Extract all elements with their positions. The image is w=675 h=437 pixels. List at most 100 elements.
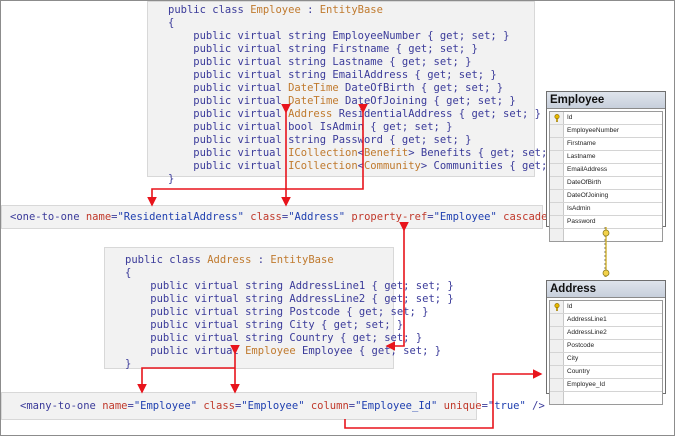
address-table-title: Address xyxy=(547,281,665,298)
xml-token: = xyxy=(481,400,488,412)
column-name: DateOfBirth xyxy=(567,179,601,186)
xml-token: name xyxy=(102,400,128,412)
column-name: IsAdmin xyxy=(567,205,591,212)
code-line: public virtual string EmployeeNumber { g… xyxy=(168,30,592,43)
code-token: public virtual string xyxy=(125,280,290,292)
primary-key-cell xyxy=(550,112,564,124)
table-column-row: EmailAddress xyxy=(550,164,662,177)
code-line: public class Address : EntityBase xyxy=(125,254,454,267)
code-token: DateOfBirth { get; set; } xyxy=(338,82,504,94)
table-column-row: Id xyxy=(550,301,662,314)
row-selector xyxy=(550,229,564,241)
code-token: { xyxy=(125,267,132,279)
table-column-row: Postcode xyxy=(550,340,662,353)
code-token: Community xyxy=(363,160,421,172)
column-name: Firstname xyxy=(567,140,596,147)
code-line: } xyxy=(125,358,454,371)
code-token: public virtual string xyxy=(125,306,290,318)
code-token: Employee xyxy=(250,4,301,16)
table-column-row: IsAdmin xyxy=(550,203,662,216)
xml-token: "Address" xyxy=(288,211,346,223)
code-token: DateTime xyxy=(288,82,339,94)
xml-token: = xyxy=(127,400,134,412)
code-token: public virtual string xyxy=(168,43,333,55)
table-empty-row xyxy=(550,392,662,404)
xml-token: name xyxy=(85,211,112,223)
column-name: Id xyxy=(567,303,573,310)
xml-token: <many-to-one xyxy=(20,400,103,412)
xml-token: = xyxy=(281,211,289,223)
code-token: { get; set; } xyxy=(382,134,472,146)
column-name: Id xyxy=(567,114,573,121)
xml-token: = xyxy=(427,211,434,223)
column-name: AddressLine1 xyxy=(567,316,607,323)
code-token: City xyxy=(289,319,315,331)
table-column-row: Id xyxy=(550,112,662,125)
table-column-row: City xyxy=(550,353,662,366)
primary-key-icon xyxy=(553,114,560,122)
xml-token: <one-to-one xyxy=(10,211,86,223)
code-token: AddressLine2 xyxy=(289,293,366,305)
column-name: Country xyxy=(567,368,590,375)
table-column-row: Firstname xyxy=(550,138,662,151)
code-token: Country xyxy=(289,332,334,344)
table-relationship-connector xyxy=(602,227,610,277)
code-line: public virtual string EmailAddress { get… xyxy=(168,69,592,82)
table-column-row: Employee_Id xyxy=(550,379,662,392)
xml-token: = xyxy=(234,400,242,412)
code-token: Address xyxy=(207,254,252,266)
row-selector xyxy=(550,353,564,365)
code-token: public virtual string xyxy=(168,56,333,68)
xml-token: "Employee" xyxy=(433,211,497,223)
row-selector xyxy=(550,327,564,339)
code-token: EmployeeNumber xyxy=(332,30,421,42)
address-class-code-panel xyxy=(104,247,394,369)
xml-token: class xyxy=(250,211,282,223)
employee-table-title: Employee xyxy=(547,92,665,109)
code-token: Employee xyxy=(245,345,296,357)
code-token: public class xyxy=(125,254,208,266)
table-column-row: DateOfBirth xyxy=(550,177,662,190)
row-selector xyxy=(550,164,564,176)
code-line: public virtual string Lastname { get; se… xyxy=(168,56,592,69)
code-token: EntityBase xyxy=(319,4,383,16)
code-token: { get; set; } xyxy=(382,56,472,68)
xml-token: = xyxy=(111,211,118,223)
xml-token: /> xyxy=(525,400,545,412)
code-token: { get; set; } xyxy=(408,69,497,81)
code-token: Lastname xyxy=(332,56,383,68)
arrow-column-to-employee-id xyxy=(344,369,543,429)
xml-token: "Employee_Id" xyxy=(355,400,438,412)
code-token: { get; set; } xyxy=(314,319,404,331)
code-token: public virtual string xyxy=(125,293,290,305)
code-token: public virtual xyxy=(168,82,289,94)
code-token: public virtual string xyxy=(168,30,333,42)
column-name: EmployeeNumber xyxy=(567,127,620,134)
code-token: Benefit xyxy=(363,147,409,159)
primary-key-cell xyxy=(550,301,564,313)
code-token: public virtual string xyxy=(168,69,333,81)
row-selector xyxy=(550,379,564,391)
code-token: EmailAddress xyxy=(332,69,409,81)
xml-token: class xyxy=(203,400,235,412)
row-selector xyxy=(550,177,564,189)
code-token: public virtual string xyxy=(125,332,290,344)
code-token: : xyxy=(251,254,271,266)
column-name: Employee_Id xyxy=(567,381,605,388)
code-line: public virtual DateTime DateOfBirth { ge… xyxy=(168,82,592,95)
row-selector xyxy=(550,203,564,215)
table-column-row: AddressLine1 xyxy=(550,314,662,327)
arrow-employee-type-to-class xyxy=(137,367,235,394)
code-token: { get; set; } xyxy=(363,121,453,133)
code-token: EntityBase xyxy=(270,254,334,266)
primary-key-icon xyxy=(553,303,560,311)
code-token: public virtual string xyxy=(125,319,290,331)
code-token: : xyxy=(300,4,320,16)
table-column-row: Country xyxy=(550,366,662,379)
column-name: Password xyxy=(567,218,596,225)
code-line: public class Employee : EntityBase xyxy=(168,4,592,17)
code-line: public virtual string Postcode { get; se… xyxy=(125,306,454,319)
